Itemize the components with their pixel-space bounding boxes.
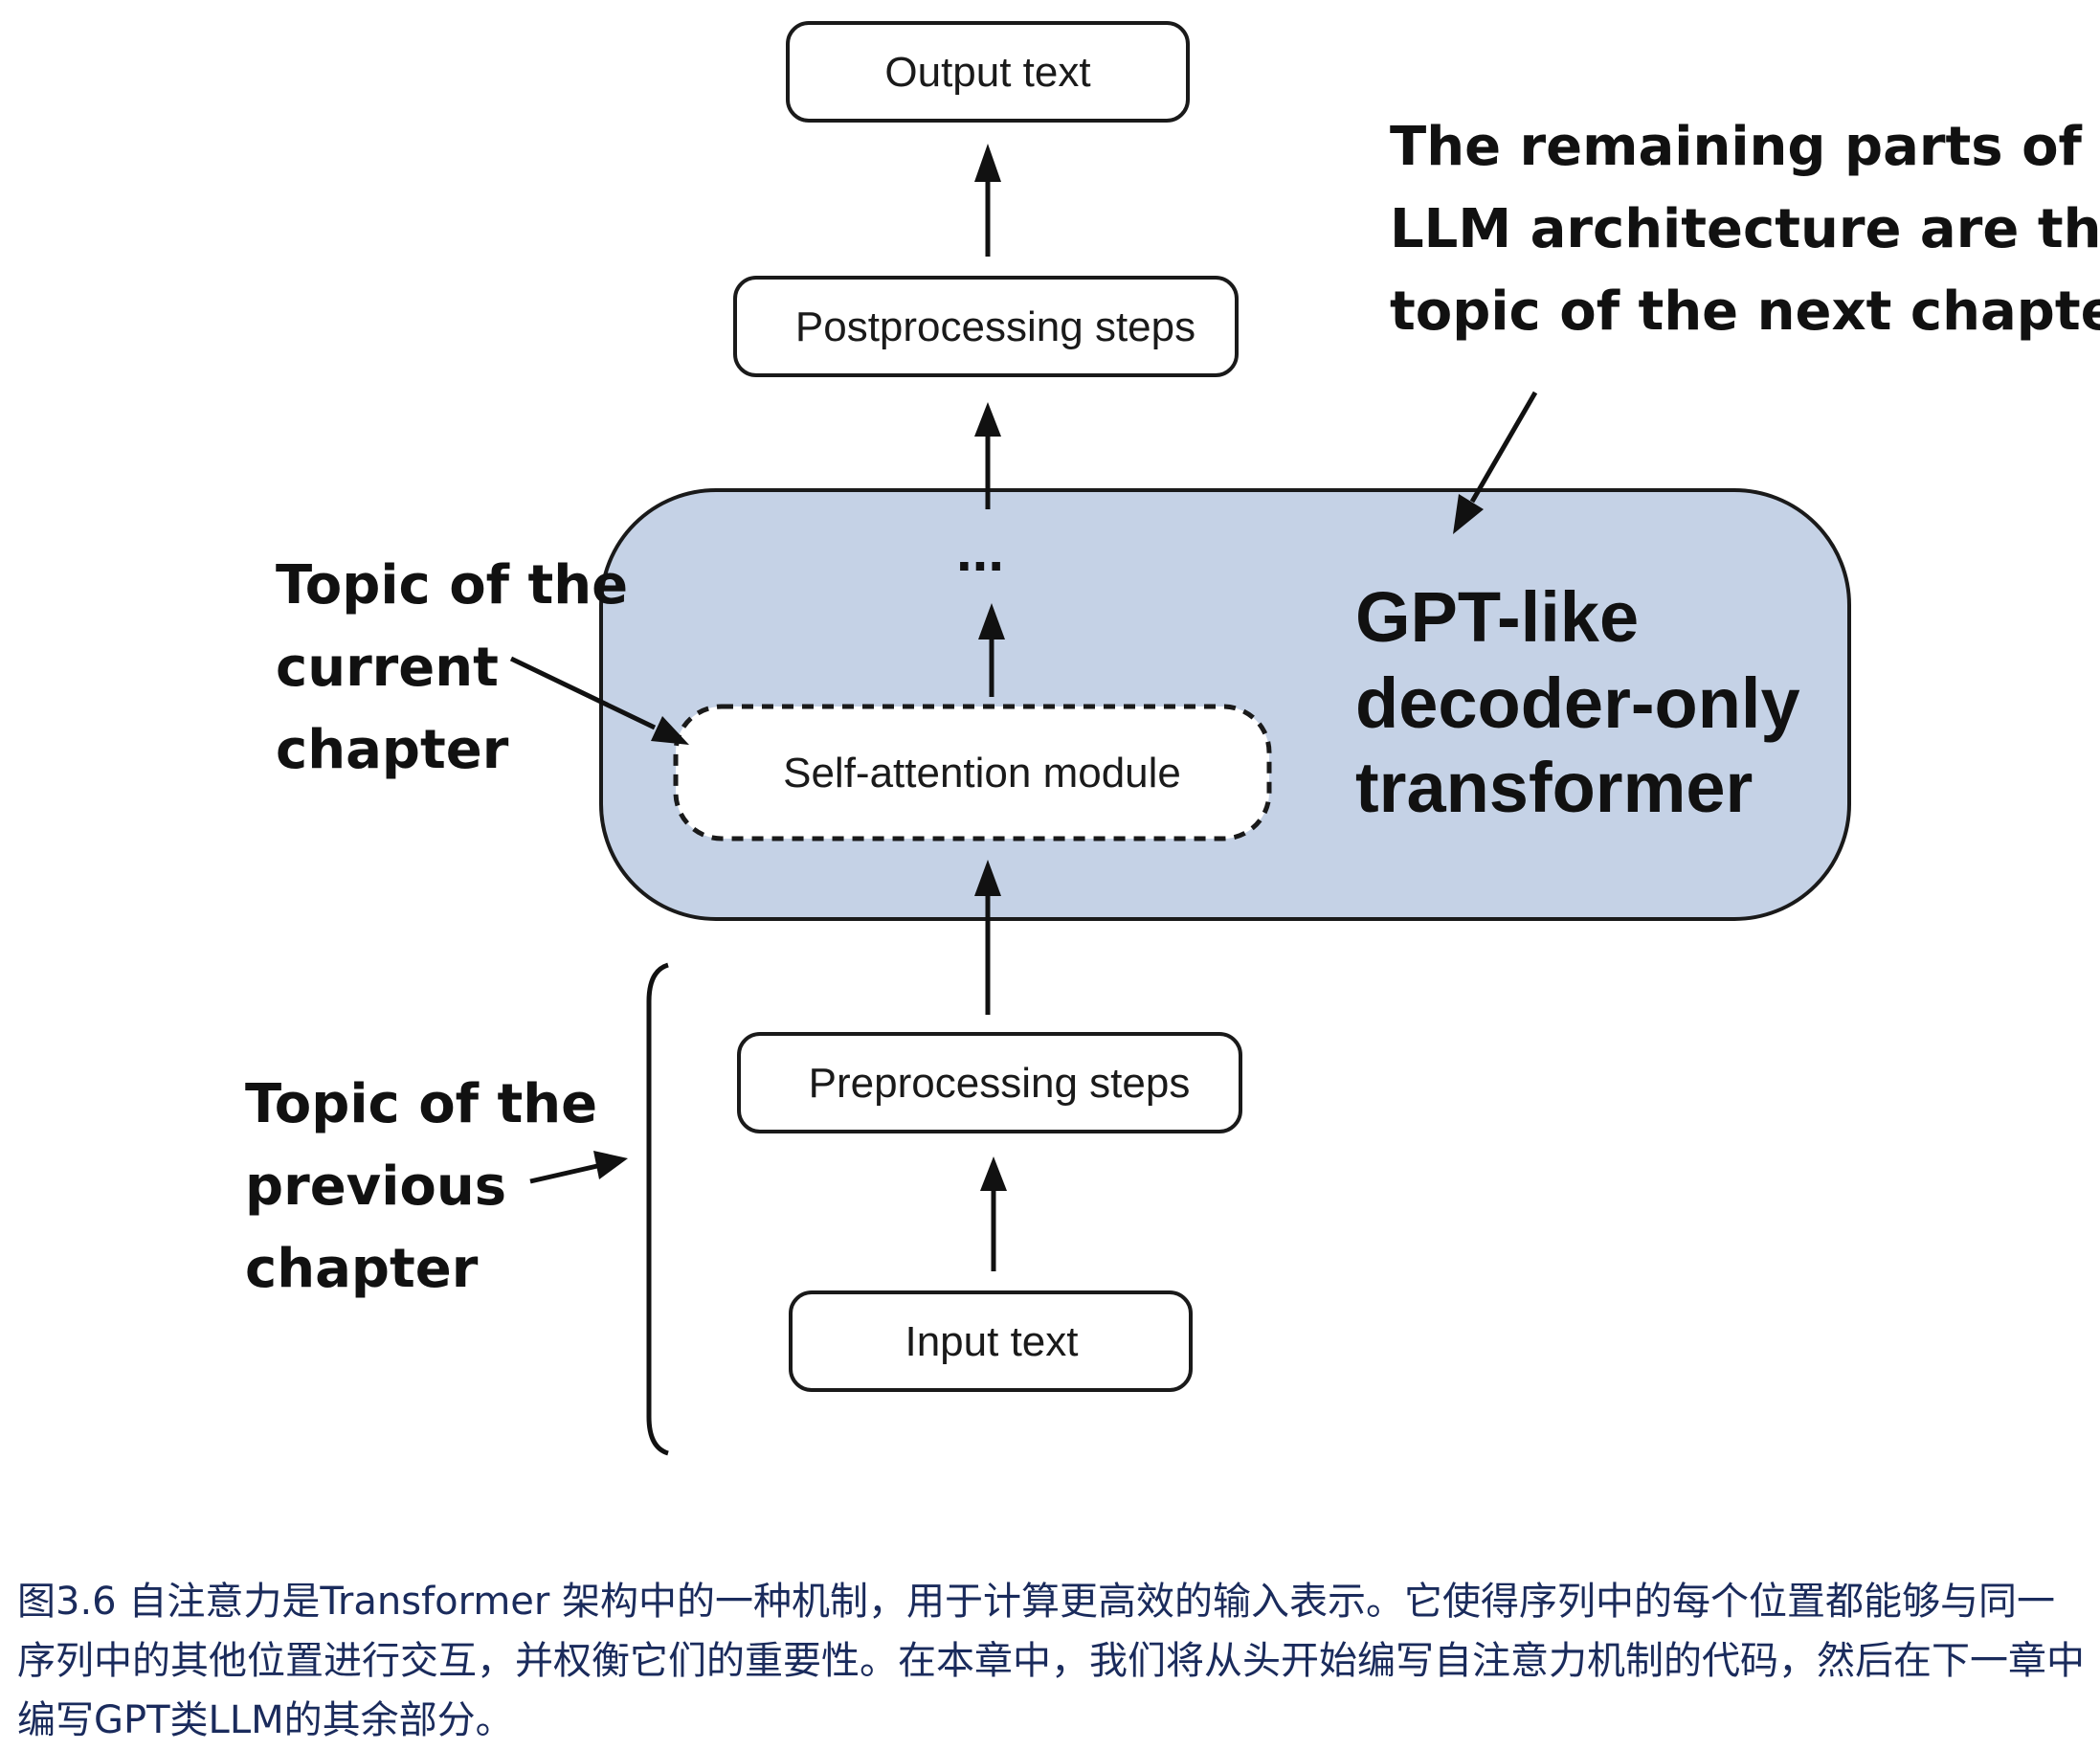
- output-text-label: Output text: [884, 49, 1090, 96]
- preprocessing-node: Preprocessing steps: [737, 1032, 1242, 1133]
- postprocessing-label: Postprocessing steps: [795, 303, 1195, 350]
- flow-arrow-attention-to-ellipsis: [978, 603, 1005, 697]
- input-text-node: Input text: [789, 1290, 1193, 1392]
- output-text-node: Output text: [786, 21, 1190, 123]
- input-text-label: Input text: [905, 1318, 1078, 1365]
- postprocessing-node: Postprocessing steps: [733, 276, 1239, 377]
- self-attention-label: Self-attention module: [783, 750, 1181, 796]
- flow-arrow-postprocessing-to-output: [974, 144, 1001, 257]
- previous-chapter-bracket: [646, 962, 669, 1456]
- architecture-diagram: Output text Postprocessing steps ... Sel…: [245, 21, 2100, 1456]
- ellipsis-label: ...: [956, 519, 1004, 583]
- pointer-arrow-current: [509, 656, 689, 745]
- flow-arrow-ellipsis-to-postprocessing: [974, 402, 1001, 509]
- pointer-arrow-previous: [529, 1151, 628, 1184]
- gpt-block-label: GPT-like decoder-only transformer: [1355, 577, 1820, 827]
- pointer-arrow-remaining: [1453, 391, 1538, 534]
- annotation-previous-chapter: Topic of the previous chapter: [245, 1073, 616, 1300]
- preprocessing-label: Preprocessing steps: [809, 1060, 1191, 1107]
- annotation-current-chapter: Topic of the current chapter: [276, 554, 647, 781]
- flow-arrow-preprocessing-to-attention: [974, 860, 1001, 1015]
- annotation-remaining-parts: The remaining parts of the LLM architect…: [1390, 116, 2100, 343]
- self-attention-node: Self-attention module: [673, 704, 1272, 841]
- flow-arrow-input-to-preprocessing: [980, 1156, 1007, 1271]
- figure-caption: 图3.6 自注意力是Transformer 架构中的一种机制，用于计算更高效的输…: [17, 1580, 2085, 1742]
